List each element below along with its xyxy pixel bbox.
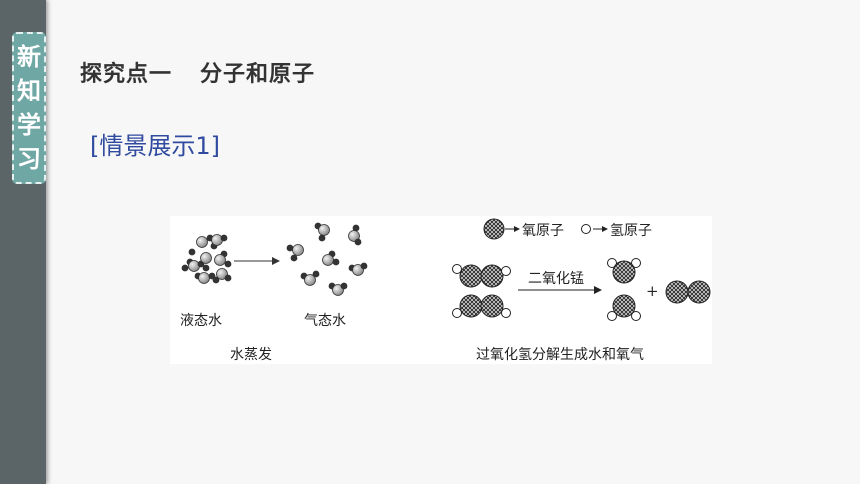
hydrogen-atom-label: 氢原子 [610,223,652,239]
badge-char-2: 知 [17,77,41,105]
gas-water-label: 气态水 [304,313,346,329]
page-title: 探究点一 分子和原子 [80,56,315,88]
badge-char-1: 新 [17,43,41,71]
section-badge: 新 知 学 习 [12,32,46,184]
oxygen-product-molecule [665,280,711,304]
catalyst-label: 二氧化锰 [528,271,584,287]
decomposition-caption: 过氧化氢分解生成水和氧气 [476,347,644,363]
scenario-label: [情景展示1] [90,132,220,160]
liquid-water-molecules [181,234,232,284]
hydrogen-peroxide-molecules [452,264,511,318]
atom-legend [483,218,608,240]
molecule-figure: 液态水 气态水 水蒸发 氧原子 氢原子 二氧化锰 + 过氧化氢分解生成水和氧气 [170,216,712,364]
liquid-water-label: 液态水 [180,313,222,329]
reaction-arrow [518,286,602,294]
evaporation-caption: 水蒸发 [230,347,272,363]
title-part-1: 探究点一 [80,62,173,87]
title-part-2: 分子和原子 [200,62,316,87]
badge-char-3: 学 [17,111,41,139]
oxygen-atom-label: 氧原子 [522,223,564,239]
badge-char-4: 习 [17,145,41,173]
evaporation-arrow [234,257,280,265]
molecule-illustration [181,218,711,321]
plus-sign: + [646,282,659,300]
water-product-molecules [607,258,641,321]
gas-water-molecules [286,222,368,296]
